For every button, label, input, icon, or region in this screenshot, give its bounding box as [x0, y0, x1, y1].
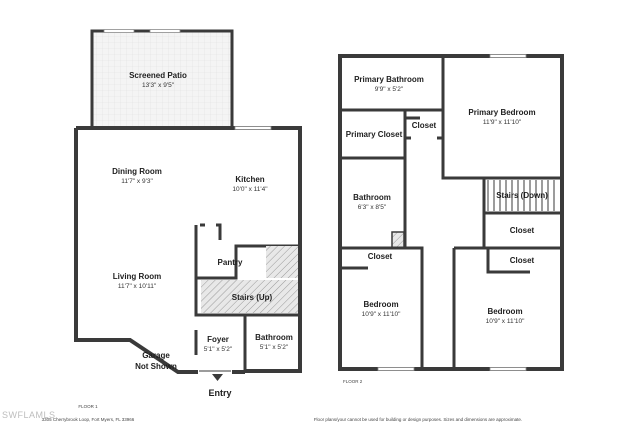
disclaimer: Floor plans/your cannot be used for buil…: [314, 417, 522, 422]
foyer-label: Foyer: [207, 335, 229, 344]
primary-bedroom-dim: 11'9" x 11'10": [483, 119, 522, 126]
bathroom-2-fixture: [391, 231, 405, 249]
address: 3305 Cherrybrook Loop, Fort Myers, FL 33…: [42, 417, 135, 422]
closet-right-label: Closet: [510, 256, 535, 265]
screened-patio-dim: 13'3" x 9'5": [142, 82, 175, 89]
stairs-up-area: [201, 280, 298, 313]
watermark: SWFLAMLS: [2, 410, 56, 420]
living-room-dim: 11'7" x 10'11": [118, 283, 157, 290]
dining-room-dim: 11'7" x 9'3": [121, 178, 153, 185]
foyer-dim: 5'1" x 5'2": [204, 346, 233, 353]
bathroom-2-label: Bathroom: [353, 193, 391, 202]
floor-2-outer-wall: [338, 54, 564, 371]
kitchen-label: Kitchen: [235, 175, 264, 184]
entry-label: Entry: [208, 388, 231, 398]
bathroom-1-label: Bathroom: [255, 333, 293, 342]
bathroom-2-dim: 6'3" x 8'5": [358, 204, 387, 211]
stairs-down-label: Stairs (Down): [496, 191, 548, 200]
primary-bathroom-dim: 9'9" x 5'2": [375, 86, 404, 93]
pantry-label: Pantry: [218, 258, 243, 267]
kitchen-dim: 10'0" x 11'4": [232, 186, 268, 193]
primary-closet-label: Primary Closet: [346, 130, 403, 139]
screened-patio-label: Screened Patio: [129, 71, 187, 80]
bedroom-left-label: Bedroom: [363, 300, 398, 309]
garage-note: Not Shown: [135, 362, 177, 371]
floor-1: Screened Patio 13'3" x 9'5" Dining Room …: [42, 29, 302, 422]
dining-room-label: Dining Room: [112, 167, 162, 176]
floor-1-caption: FLOOR 1: [78, 404, 98, 409]
bathroom-1-dim: 5'1" x 5'2": [260, 344, 289, 351]
floor-2-caption: FLOOR 2: [343, 379, 363, 384]
closet-top-label: Closet: [412, 121, 437, 130]
stairs-up-label: Stairs (Up): [232, 293, 273, 302]
bedroom-right-label: Bedroom: [487, 307, 522, 316]
living-room-label: Living Room: [113, 272, 161, 281]
bedroom-left-dim: 10'9" x 11'10": [362, 311, 401, 318]
floor-1-outer-wall: [74, 126, 302, 374]
primary-bathroom-label: Primary Bathroom: [354, 75, 424, 84]
primary-bedroom-label: Primary Bedroom: [468, 108, 535, 117]
closet-left-label: Closet: [368, 252, 393, 261]
screened-patio-area: [90, 29, 234, 130]
closet-mid-right-label: Closet: [510, 226, 535, 235]
garage-label: Garage: [142, 351, 170, 360]
bedroom-right-dim: 10'9" x 11'10": [486, 318, 525, 325]
floor-2: Primary Bathroom 9'9" x 5'2" Primary Bed…: [338, 54, 564, 384]
